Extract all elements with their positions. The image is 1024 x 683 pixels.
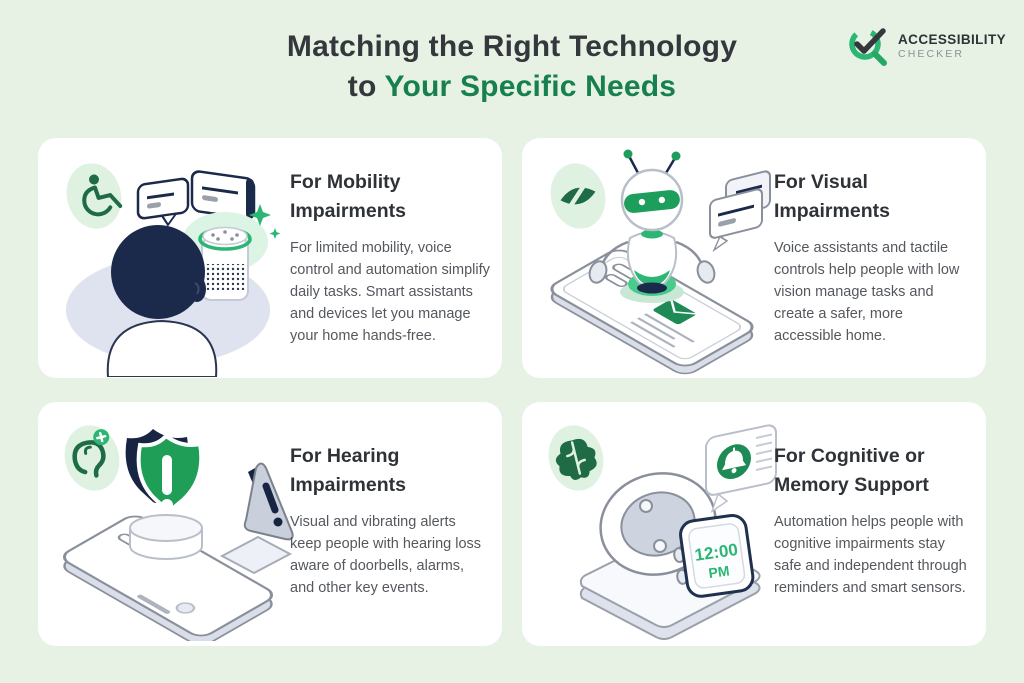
card-grid: For Mobility Impairments For limited mob… [38, 138, 986, 646]
eye-off-icon [550, 163, 606, 229]
page-title-line2-prefix: to [347, 70, 385, 103]
speech-bubbles [709, 170, 771, 253]
warning-triangle-icon [219, 462, 294, 575]
wheelchair-icon [66, 163, 123, 229]
person-with-smart-speaker-illustration [66, 163, 281, 377]
smartwatch: 12:00 PM [599, 472, 755, 598]
robot-on-smartphone-illustration [550, 149, 771, 375]
brain-icon [548, 425, 604, 491]
brand-logo: ACCESSIBILITY CHECKER [846, 24, 1006, 68]
card-body: Automation helps people with cognitive i… [774, 514, 967, 596]
speech-bubbles [136, 170, 256, 228]
card-body: Voice assistants and tactile controls he… [774, 240, 960, 344]
card-heading: For Hearing Impairments [290, 445, 406, 496]
card-cognitive: 12:00 PM For Cognitive or Memory Suppo [522, 402, 986, 646]
page-title-line1: Matching the Right Technology [286, 30, 738, 63]
person-illustration [106, 225, 218, 377]
card-hearing: For Hearing Impairments Visual and vibra… [38, 402, 502, 646]
card-mobility: For Mobility Impairments For limited mob… [38, 138, 502, 378]
card-heading: For Visual Impairments [774, 171, 890, 222]
smartwatch-reminder-illustration: 12:00 PM [548, 424, 777, 640]
card-heading: For Cognitive or Memory Support [774, 445, 929, 496]
hearing-aid-icon [64, 425, 120, 491]
page-title: Matching the Right Technology to Your Sp… [0, 27, 1024, 107]
page-title-highlight: Your Specific Needs [384, 70, 677, 103]
watch-meridiem: PM [707, 562, 730, 581]
card-body: Visual and vibrating alerts keep people … [290, 514, 482, 596]
robot-illustration [588, 149, 716, 303]
reminder-bubble [705, 424, 777, 514]
brand-name: ACCESSIBILITY [898, 31, 1006, 47]
sparkle-icon [249, 204, 281, 239]
magnifier-check-icon [849, 28, 888, 66]
smart-speaker [182, 212, 268, 301]
pedestal [129, 514, 203, 560]
card-visual: For Visual Impairments Voice assistants … [522, 138, 986, 378]
smartphone [62, 515, 274, 641]
alert-shield-icon [125, 429, 204, 512]
card-body: For limited mobility, voice control and … [290, 240, 490, 344]
brand-subname: CHECKER [898, 48, 965, 60]
alert-shield-on-smartphone-illustration [62, 425, 294, 641]
card-heading: For Mobility Impairments [290, 171, 406, 222]
